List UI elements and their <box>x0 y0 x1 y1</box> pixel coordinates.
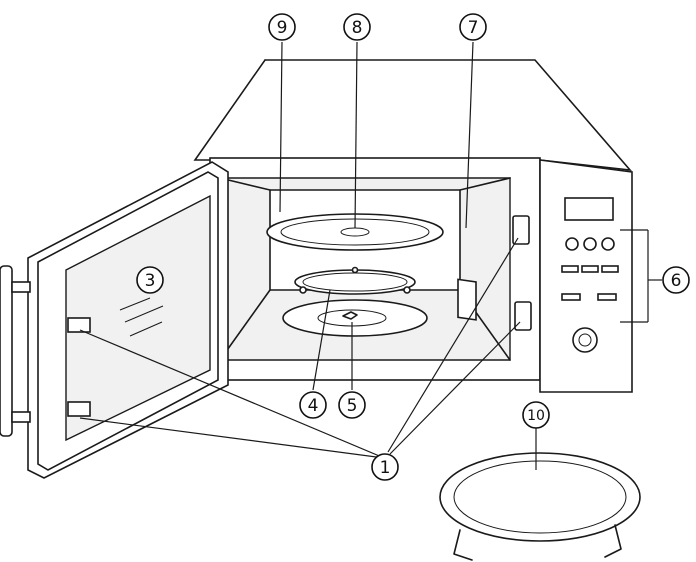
svg-text:3: 3 <box>145 271 156 291</box>
svg-text:6: 6 <box>671 271 682 291</box>
svg-text:8: 8 <box>352 18 363 38</box>
callout-3: 3 <box>136 266 164 294</box>
callout-6: 6 <box>662 266 690 294</box>
svg-text:7: 7 <box>468 18 479 38</box>
svg-text:4: 4 <box>308 396 319 416</box>
turntable-support <box>439 452 641 561</box>
callout-10: 10 <box>522 401 550 429</box>
waveguide-cover <box>457 278 477 321</box>
oven-door <box>0 161 229 479</box>
callout-1: 1 <box>371 453 399 481</box>
callout-5: 5 <box>338 391 366 419</box>
roller-ring <box>294 266 416 295</box>
svg-text:5: 5 <box>347 396 358 416</box>
callout-8: 8 <box>343 13 371 41</box>
control-panel <box>539 159 633 393</box>
leader-lines <box>79 41 662 470</box>
callout-4: 4 <box>299 391 327 419</box>
callout-7: 7 <box>459 13 487 41</box>
callout-9: 9 <box>268 13 296 41</box>
svg-text:10: 10 <box>527 408 545 424</box>
turntable-shaft <box>282 299 428 337</box>
svg-text:1: 1 <box>380 458 391 478</box>
svg-text:9: 9 <box>277 18 288 38</box>
